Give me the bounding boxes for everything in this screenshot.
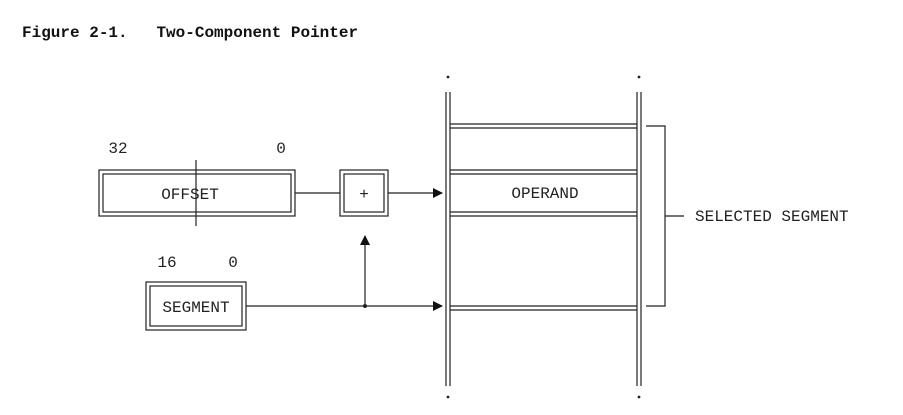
selected-segment-label: SELECTED SEGMENT: [695, 208, 849, 226]
continuation-dot-bottom-left: [446, 395, 450, 399]
junction-dot: [363, 304, 367, 308]
continuation-dot-top-left: [446, 75, 450, 79]
segment-label: SEGMENT: [162, 299, 229, 317]
operand-label: OPERAND: [511, 185, 578, 203]
segment-register: SEGMENT: [145, 281, 247, 331]
memory-column: OPERAND: [445, 75, 642, 399]
offset-label: OFFSET: [161, 186, 219, 204]
figure-label: Figure 2-1.: [22, 24, 128, 42]
segment-low-bit: 0: [228, 254, 238, 272]
continuation-dot-bottom-right: [637, 395, 641, 399]
selected-segment-bracket: [646, 125, 684, 307]
adder-symbol: +: [359, 186, 369, 204]
offset-low-bit: 0: [276, 140, 286, 158]
offset-register: OFFSET: [98, 160, 296, 226]
offset-high-bit: 32: [108, 140, 127, 158]
figure-caption: Figure 2-1. Two-Component Pointer: [22, 24, 358, 42]
figure-title: Two-Component Pointer: [156, 24, 359, 42]
continuation-dot-top-right: [637, 75, 641, 79]
segment-high-bit: 16: [157, 254, 176, 272]
adder-box: +: [339, 169, 389, 217]
